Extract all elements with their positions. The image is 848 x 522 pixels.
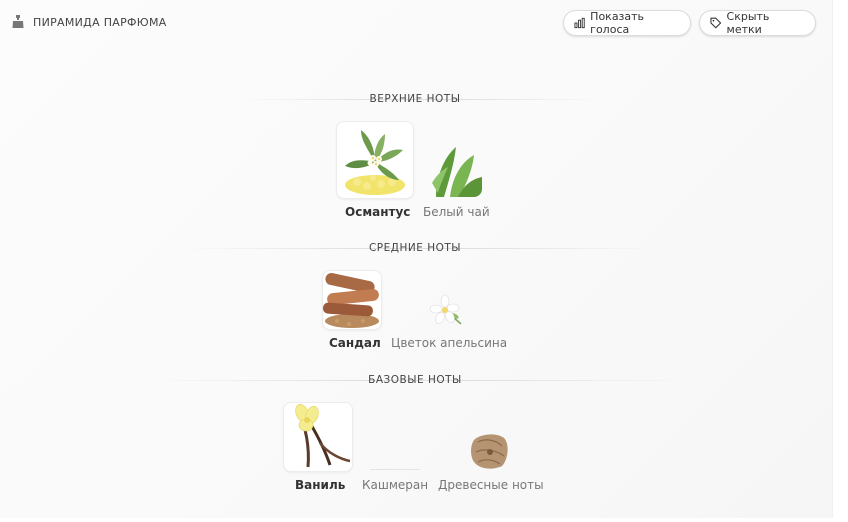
- base-notes-heading: БАЗОВЫЕ НОТЫ: [368, 374, 462, 386]
- note-name: Сандал: [329, 336, 381, 350]
- cashmeran-icon: [370, 469, 420, 470]
- perfume-pyramid-panel: ПИРАМИДА ПАРФЮМА Показать голоса Скрыть …: [0, 0, 833, 518]
- hide-labels-button[interactable]: Скрыть метки: [699, 10, 816, 36]
- note-name: Древесные ноты: [438, 478, 544, 492]
- base-notes-divider: [150, 380, 690, 381]
- note-orange-blossom[interactable]: Цветок апельсина: [390, 270, 508, 352]
- note-name: Кашмеран: [362, 478, 429, 492]
- middle-notes-divider: [180, 248, 660, 249]
- note-cashmeran[interactable]: Кашмеран: [360, 402, 430, 494]
- white-tea-icon: [430, 143, 482, 197]
- middle-notes-heading: СРЕДНИЕ НОТЫ: [368, 242, 462, 254]
- panel-title: ПИРАМИДА ПАРФЮМА: [33, 16, 167, 29]
- note-name: Османтус: [345, 205, 411, 219]
- show-votes-button[interactable]: Показать голоса: [563, 10, 691, 36]
- note-white-tea[interactable]: Белый чай: [422, 121, 492, 221]
- note-name: Цветок апельсина: [391, 336, 508, 350]
- note-name: Ваниль: [295, 478, 346, 492]
- sandalwood-icon: [322, 270, 382, 330]
- tag-icon: [710, 17, 722, 29]
- top-notes-divider: [240, 99, 600, 100]
- bar-chart-icon: [574, 17, 585, 29]
- perfume-bottle-icon: [12, 15, 24, 28]
- note-woody[interactable]: Древесные ноты: [436, 402, 546, 494]
- note-vanilla[interactable]: Ваниль: [283, 402, 353, 494]
- show-votes-label: Показать голоса: [590, 10, 645, 36]
- vanilla-icon: [283, 402, 353, 472]
- note-osmanthus[interactable]: Османтус: [336, 121, 414, 221]
- hide-labels-label: Скрыть метки: [726, 10, 770, 36]
- panel-header: ПИРАМИДА ПАРФЮМА Показать голоса Скрыть …: [0, 0, 832, 46]
- note-sandalwood[interactable]: Сандал: [322, 270, 382, 352]
- woody-notes-icon: [470, 432, 510, 470]
- top-notes-heading: ВЕРХНИЕ НОТЫ: [369, 93, 461, 105]
- osmanthus-icon: [336, 121, 414, 199]
- note-name: Белый чай: [423, 205, 490, 219]
- orange-blossom-icon: [427, 292, 463, 328]
